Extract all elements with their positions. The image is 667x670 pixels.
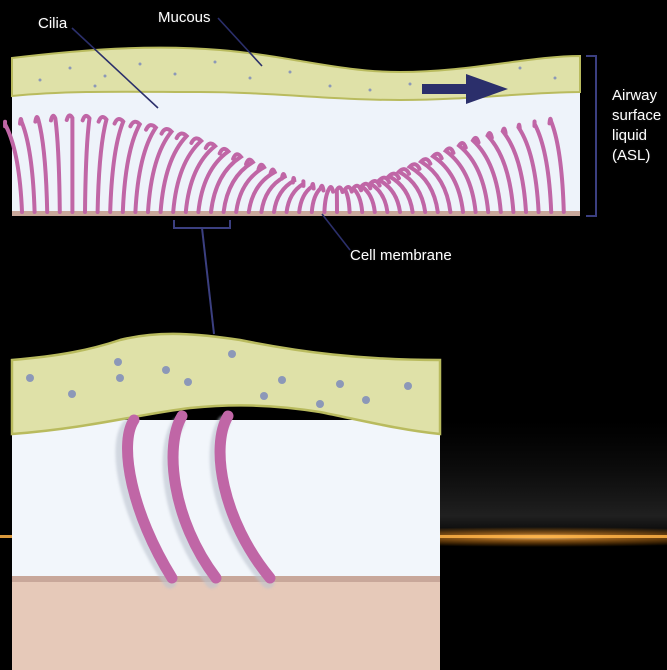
cell-membrane-leader xyxy=(322,214,350,250)
mucous-label: Mucous xyxy=(158,8,211,28)
asl-bracket xyxy=(586,56,596,216)
asl-label: Airway surface liquid (ASL) xyxy=(612,86,661,166)
asl-label-line: (ASL) xyxy=(612,146,661,166)
cilia-label: Cilia xyxy=(38,14,67,34)
zoom-connector xyxy=(174,220,230,334)
top-panel xyxy=(5,48,580,216)
bottom-panel xyxy=(12,334,440,670)
asl-label-line: Airway xyxy=(612,86,661,106)
bottom-cell-membrane xyxy=(12,576,440,582)
cell-membrane-label: Cell membrane xyxy=(350,246,452,266)
bottom-cell-body xyxy=(12,578,440,670)
asl-label-line: liquid xyxy=(612,126,661,146)
asl-label-line: surface xyxy=(612,106,661,126)
